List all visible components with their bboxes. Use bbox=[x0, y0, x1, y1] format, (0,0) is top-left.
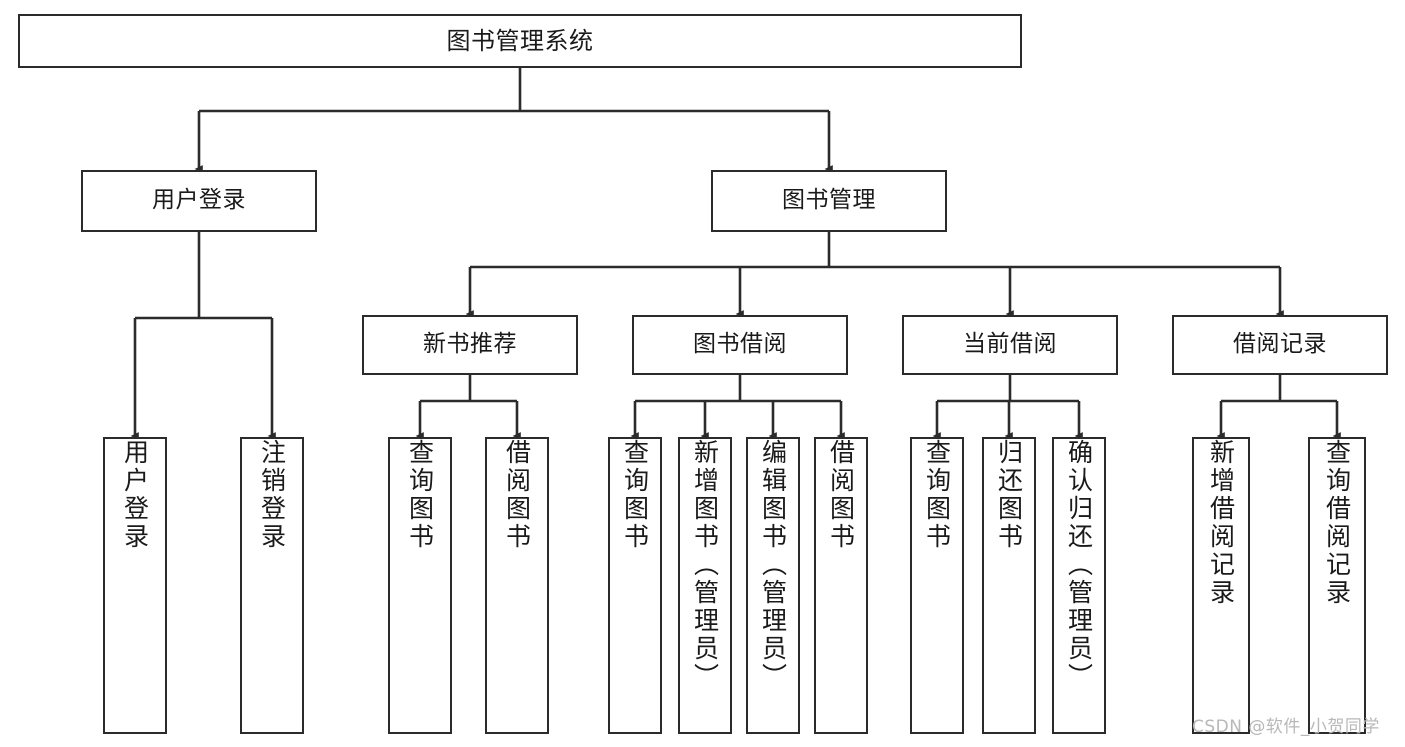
leaf-edit-book-admin[interactable]: 编辑图书（管理员） bbox=[746, 437, 800, 734]
node-borrow-record[interactable]: 借阅记录 bbox=[1172, 315, 1388, 375]
leaf-query-book-recommend[interactable]: 查询图书 bbox=[388, 437, 452, 734]
node-new-book-recommend[interactable]: 新书推荐 bbox=[362, 315, 578, 375]
leaf-add-book-admin[interactable]: 新增图书（管理员） bbox=[678, 437, 732, 734]
leaf-borrow-book[interactable]: 借阅图书 bbox=[814, 437, 868, 734]
leaf-query-borrow-record[interactable]: 查询借阅记录 bbox=[1308, 437, 1366, 734]
node-label: 编辑图书（管理员） bbox=[758, 439, 788, 691]
node-label: 查询图书 bbox=[922, 439, 952, 551]
node-label: 查询图书 bbox=[405, 439, 435, 551]
node-label: 借阅图书 bbox=[826, 439, 856, 551]
node-label: 查询借阅记录 bbox=[1322, 439, 1352, 607]
node-label: 新增借阅记录 bbox=[1206, 439, 1236, 607]
leaf-user-login[interactable]: 用户登录 bbox=[103, 437, 167, 734]
node-label: 图书借阅 bbox=[693, 331, 787, 358]
node-label: 借阅记录 bbox=[1233, 331, 1327, 358]
node-user-login[interactable]: 用户登录 bbox=[81, 170, 317, 232]
node-label: 用户登录 bbox=[152, 187, 246, 214]
node-label: 查询图书 bbox=[620, 439, 650, 551]
node-current-borrow[interactable]: 当前借阅 bbox=[902, 315, 1118, 375]
leaf-query-book-borrow[interactable]: 查询图书 bbox=[608, 437, 662, 734]
leaf-confirm-return-admin[interactable]: 确认归还（管理员） bbox=[1052, 437, 1106, 734]
node-label: 确认归还（管理员） bbox=[1064, 439, 1094, 691]
leaf-logout[interactable]: 注销登录 bbox=[240, 437, 304, 734]
csdn-watermark: CSDN @软件_小贺同学 bbox=[1192, 717, 1380, 737]
leaf-add-borrow-record[interactable]: 新增借阅记录 bbox=[1192, 437, 1250, 734]
node-label: 图书管理 bbox=[782, 187, 876, 214]
node-label: 图书管理系统 bbox=[446, 26, 594, 55]
node-label: 归还图书 bbox=[994, 439, 1024, 551]
node-book-management[interactable]: 图书管理 bbox=[711, 170, 947, 232]
node-label: 注销登录 bbox=[257, 439, 287, 551]
node-book-borrow[interactable]: 图书借阅 bbox=[632, 315, 848, 375]
leaf-borrow-book-recommend[interactable]: 借阅图书 bbox=[485, 437, 549, 734]
node-label: 当前借阅 bbox=[963, 331, 1057, 358]
node-label: 用户登录 bbox=[120, 439, 150, 551]
node-label: 借阅图书 bbox=[502, 439, 532, 551]
leaf-return-book[interactable]: 归还图书 bbox=[982, 437, 1036, 734]
node-root[interactable]: 图书管理系统 bbox=[18, 14, 1022, 68]
leaf-query-book-current[interactable]: 查询图书 bbox=[910, 437, 964, 734]
node-label: 新增图书（管理员） bbox=[690, 439, 720, 691]
node-label: 新书推荐 bbox=[423, 331, 517, 358]
